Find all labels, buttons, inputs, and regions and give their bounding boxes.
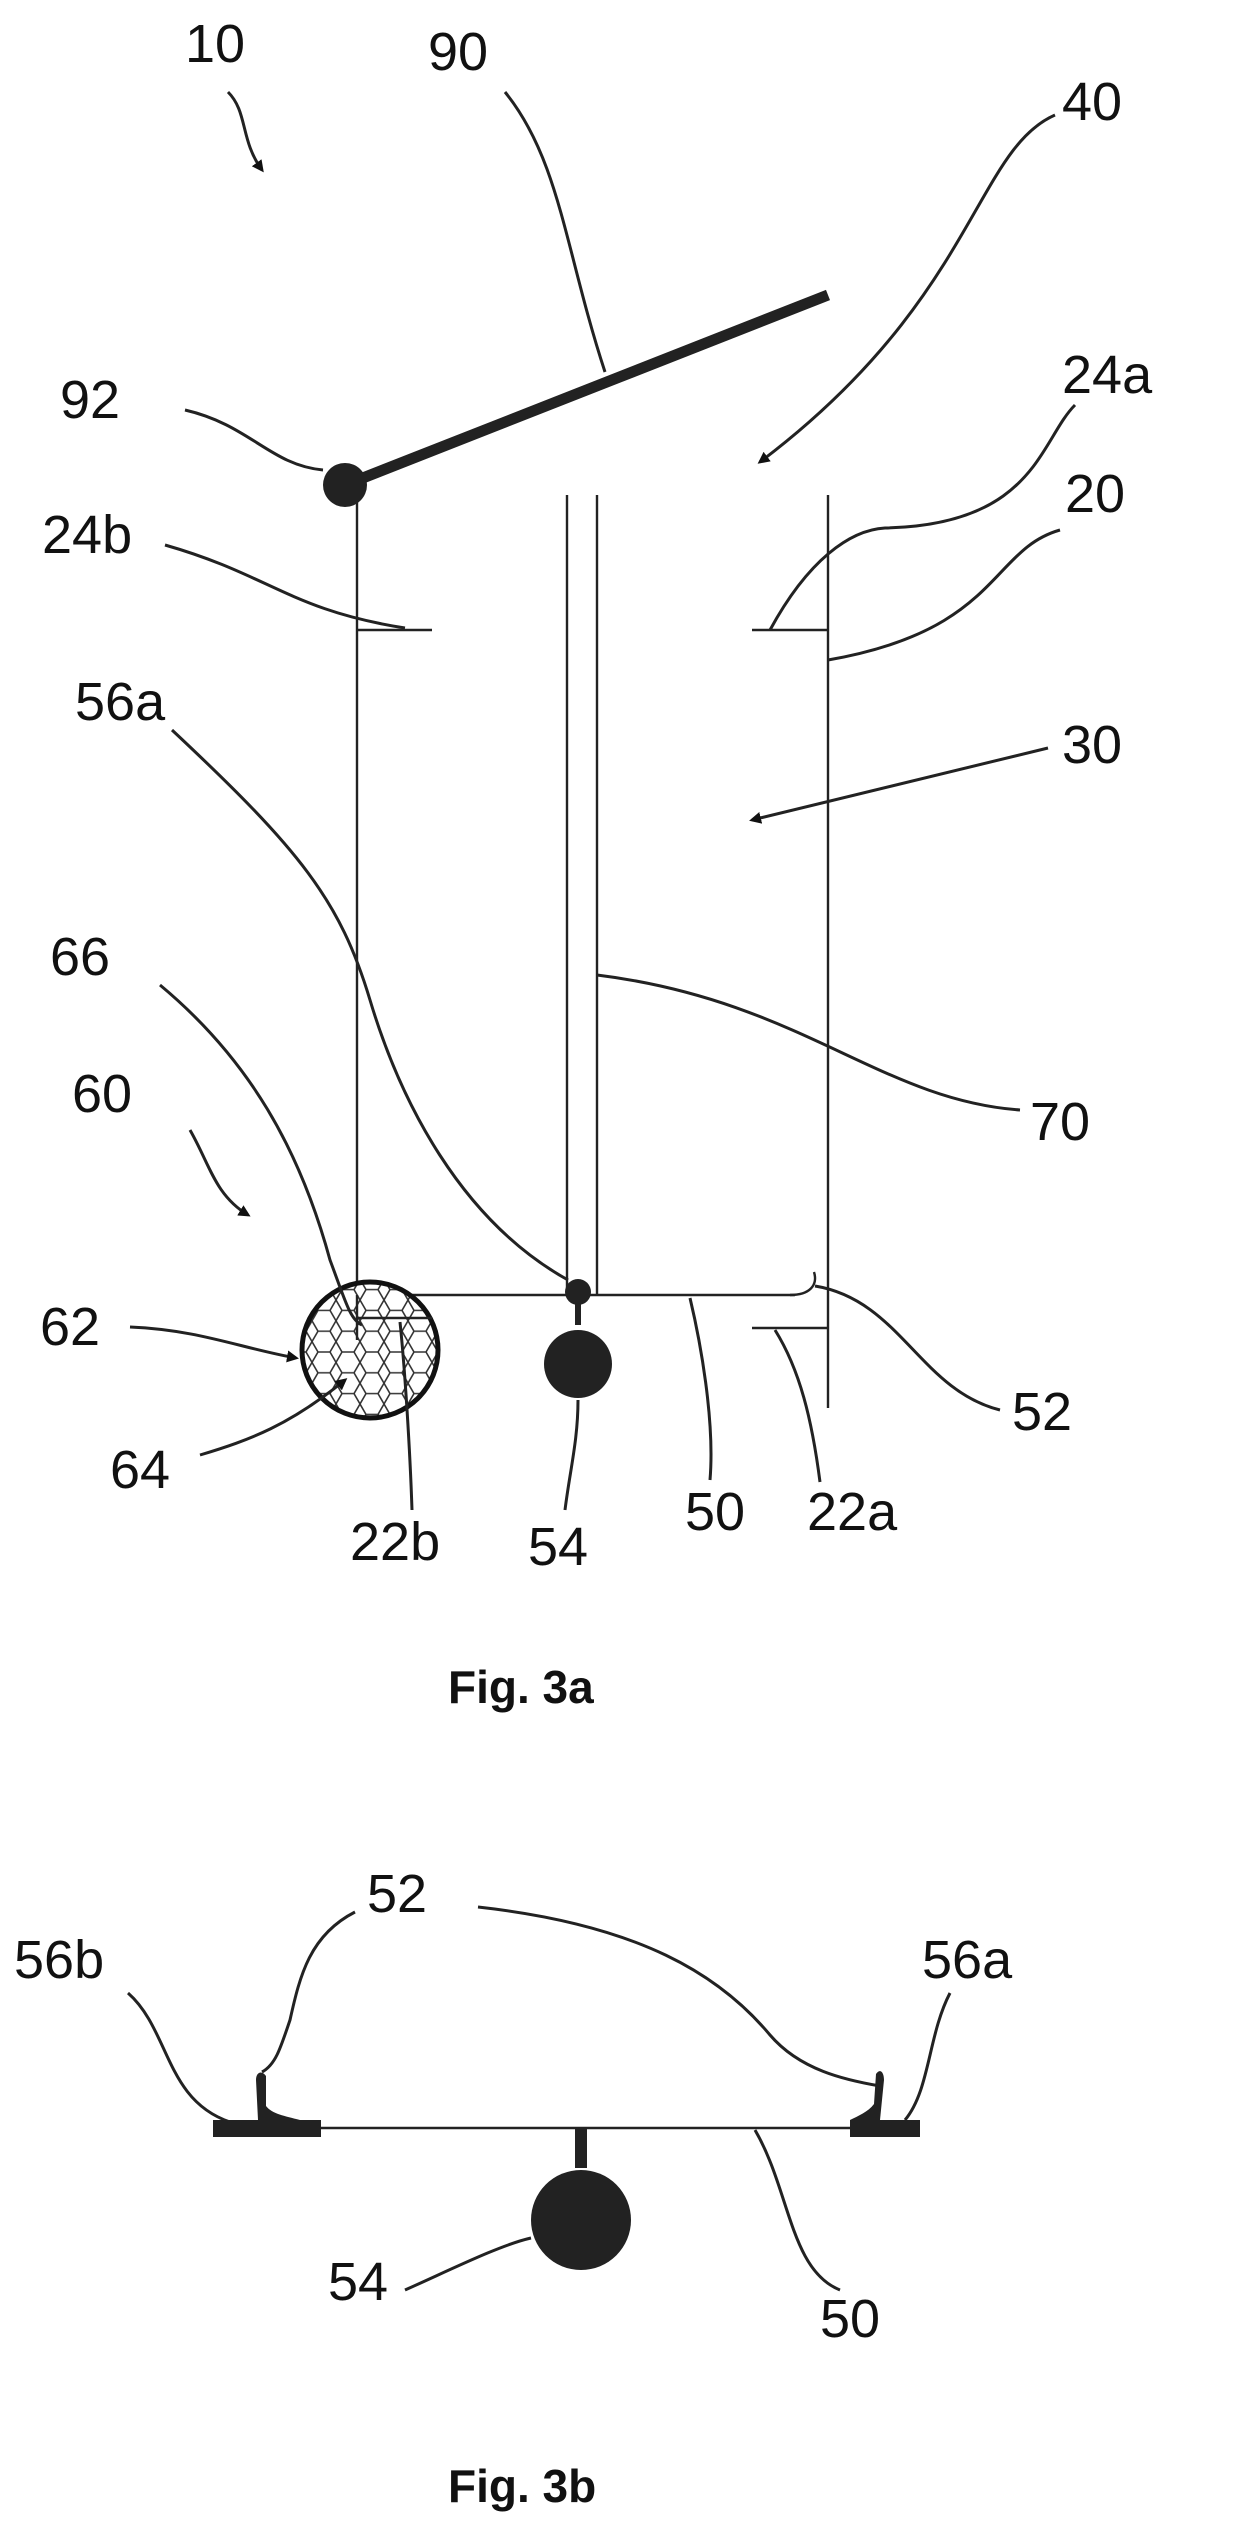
lead-66 [160, 985, 362, 1325]
label-30: 30 [1062, 715, 1122, 775]
label-10: 10 [185, 14, 245, 74]
lead-90 [505, 92, 605, 372]
label-56b: 56b [14, 1930, 104, 1990]
label-56a: 56a [75, 672, 166, 732]
lid-90 [345, 295, 828, 485]
label-20: 20 [1065, 464, 1125, 524]
arrow-40 [760, 115, 1055, 462]
lead-92 [185, 410, 323, 470]
weight-54 [544, 1330, 612, 1398]
label-24a: 24a [1062, 345, 1153, 405]
lead-54-3b [405, 2238, 531, 2290]
lead-56b [128, 1993, 230, 2122]
label-92: 92 [60, 370, 120, 430]
lead-52-right [478, 1907, 880, 2086]
lead-50-3b [755, 2130, 840, 2290]
label-40: 40 [1062, 72, 1122, 132]
label-54-3b: 54 [328, 2252, 388, 2312]
label-24b: 24b [42, 505, 132, 565]
lead-22a [775, 1330, 820, 1482]
label-50: 50 [685, 1482, 745, 1542]
caption-fig-3a: Fig. 3a [448, 1661, 594, 1713]
block-56a [850, 2120, 920, 2137]
lead-20 [828, 530, 1060, 660]
label-62: 62 [40, 1297, 100, 1357]
label-60: 60 [72, 1064, 132, 1124]
label-22a: 22a [807, 1482, 898, 1542]
bottom-plate-curl-52 [790, 1272, 815, 1295]
lead-24a [770, 405, 1075, 630]
arrow-10 [228, 92, 262, 170]
lead-52 [815, 1286, 1000, 1410]
lead-54 [565, 1400, 578, 1510]
label-56a-3b: 56a [922, 1930, 1013, 1990]
label-52-3b: 52 [367, 1864, 427, 1924]
lead-70 [597, 975, 1020, 1110]
label-64: 64 [110, 1440, 170, 1500]
lead-52-left [262, 1912, 355, 2072]
hook-52-right [850, 2071, 884, 2120]
caption-fig-3b: Fig. 3b [448, 2460, 596, 2512]
figure-3b: 56b 52 56a 54 50 Fig. 3b [14, 1864, 1013, 2512]
hinge-92 [323, 463, 367, 507]
label-50-3b: 50 [820, 2289, 880, 2349]
figure-3a: 10 90 40 92 24a 20 24b 56a 30 66 70 60 6… [40, 14, 1153, 1713]
weight-stem-3b [575, 2128, 587, 2168]
label-66: 66 [50, 927, 110, 987]
label-22b: 22b [350, 1512, 440, 1572]
label-54: 54 [528, 1517, 588, 1577]
label-70: 70 [1030, 1092, 1090, 1152]
label-52: 52 [1012, 1382, 1072, 1442]
lead-56a [172, 730, 568, 1280]
lead-56a-3b [905, 1993, 950, 2120]
label-90: 90 [428, 22, 488, 82]
lead-50 [690, 1298, 711, 1480]
arrow-62 [130, 1327, 296, 1358]
hook-52-left [256, 2073, 300, 2120]
arrow-60 [190, 1130, 248, 1215]
weight-54-3b [531, 2170, 631, 2270]
arrow-30 [752, 748, 1048, 820]
lead-24b [165, 545, 405, 628]
